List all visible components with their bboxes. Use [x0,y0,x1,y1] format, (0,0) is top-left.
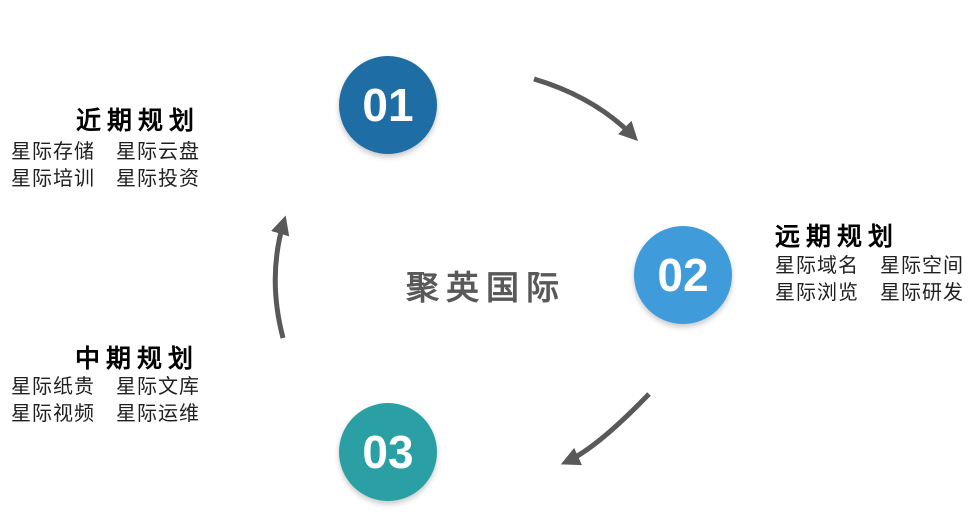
plan-items-mid-term: 星际纸贵 星际文库 星际视频 星际运维 [11,374,200,428]
plan-title-mid-term: 中期规划 [75,345,200,373]
plan-item: 星际视频 [11,403,95,425]
step-number-2: 02 [657,249,709,301]
arrow-step2-to-step3-icon [560,392,651,466]
plan-item: 星际域名 [775,255,859,277]
plan-item: 星际运维 [116,403,200,425]
plan-items-long-term: 星际域名 星际空间 星际浏览 星际研发 [775,253,964,307]
arrow-step3-to-step1-icon [271,215,290,339]
center-title: 聚英国际 [406,269,566,306]
plan-item: 星际投资 [116,168,200,190]
step-number-1: 01 [362,79,414,131]
plan-item: 星际存储 [11,141,95,163]
plan-item: 星际研发 [880,282,964,304]
plan-item: 星际云盘 [116,141,200,163]
plan-item: 星际文库 [116,376,200,398]
plan-title-near-term: 近期规划 [76,107,201,135]
plan-item: 星际空间 [880,255,964,277]
plan-item: 星际浏览 [775,282,859,304]
plan-items-near-term: 星际存储 星际云盘 星际培训 星际投资 [11,139,200,193]
arrow-step1-to-step2-icon [533,76,638,142]
plan-item: 星际纸贵 [11,376,95,398]
step-circle-1: 01 [339,56,437,154]
step-circle-3: 03 [339,403,437,501]
step-circle-2: 02 [634,226,732,324]
step-number-3: 03 [362,426,414,478]
plan-title-long-term: 远期规划 [775,223,900,251]
plan-item: 星际培训 [11,168,95,190]
